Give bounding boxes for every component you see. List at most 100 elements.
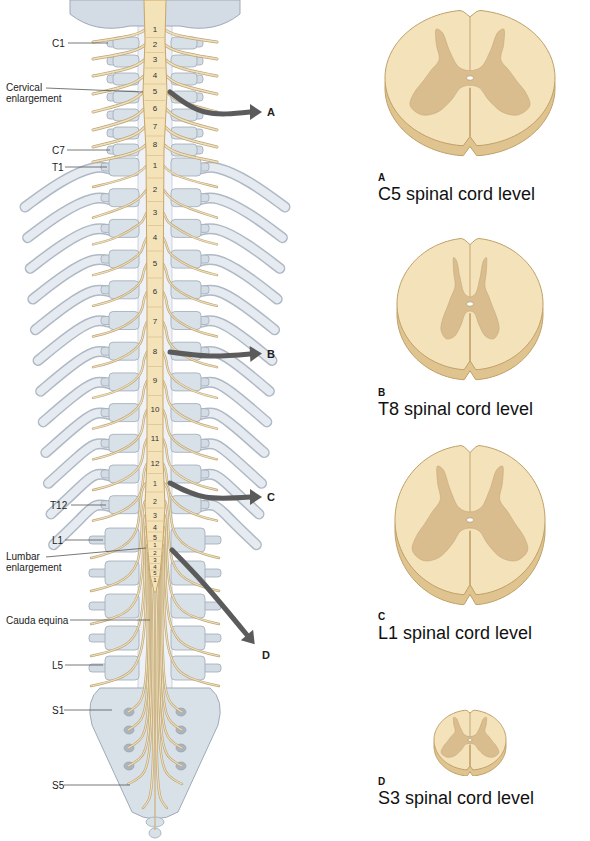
nerve-root-outline	[163, 352, 217, 398]
nerve-root-outline	[91, 527, 146, 656]
leader-line	[65, 540, 103, 541]
nerve-root	[161, 553, 182, 730]
nerve-root	[93, 292, 147, 337]
nerve-root-outline	[162, 545, 182, 712]
section-caption: L1 spinal cord level	[375, 623, 590, 643]
nerve-root	[166, 76, 217, 94]
segment-number: 3	[153, 56, 157, 64]
segment-boundary	[147, 473, 162, 474]
nerve-root	[157, 573, 182, 784]
segment-boundary	[148, 337, 162, 338]
nerve-root	[93, 45, 145, 59]
nerve-root-outline	[157, 573, 182, 784]
nerve-root	[165, 127, 217, 147]
segment-number: 4	[153, 564, 156, 570]
ventral-fissure	[469, 531, 470, 585]
vertebral-arch	[171, 189, 201, 207]
nerve-root	[165, 45, 217, 59]
nerve-root-outline	[163, 264, 217, 306]
nerve-root	[164, 145, 217, 162]
segment-boundary	[147, 178, 163, 179]
nerve-root	[93, 60, 144, 76]
nerve-root	[91, 527, 146, 656]
white-matter	[395, 446, 545, 595]
arrow-letter: C	[267, 491, 275, 503]
ventral-fissure	[469, 313, 470, 360]
segment-boundary	[147, 492, 164, 493]
section-arrow-shaft	[170, 483, 250, 498]
nerve-root	[163, 537, 219, 686]
segment-number: 1	[153, 480, 157, 487]
section-caption: T8 spinal cord level	[375, 399, 590, 419]
anatomy-label: T1	[52, 162, 64, 173]
nerve-root-outline	[166, 60, 217, 76]
nerve-root-outline	[165, 127, 217, 147]
nerve-root	[93, 92, 143, 112]
nerve-root-outline	[164, 190, 217, 218]
anatomy-label: Lumbar enlargement	[6, 551, 68, 573]
section-letter: D	[375, 776, 590, 788]
segment-number: 5	[153, 534, 157, 541]
nerve-root	[163, 292, 217, 337]
anatomy-label: S1	[52, 705, 64, 716]
anatomy-label: Cervical enlargement	[6, 82, 68, 104]
leader-lines	[46, 43, 150, 785]
nerve-root-outline	[128, 553, 149, 730]
nerve-root	[93, 213, 146, 244]
nerve-root	[93, 439, 147, 490]
nerve-root-outline	[93, 322, 147, 367]
nerve-root-outline	[143, 580, 154, 808]
segment-boundary	[147, 201, 162, 202]
nerve-root-outline	[93, 439, 147, 490]
anatomy-label: Cauda equina	[6, 615, 68, 626]
rib-outline	[200, 505, 256, 545]
leader-line	[65, 167, 107, 168]
section-arrow-shaft	[170, 92, 250, 114]
anatomy-label: C7	[52, 145, 65, 156]
dorsal-median-septum	[470, 453, 471, 512]
ventral-fissure	[469, 745, 470, 766]
central-canal	[467, 518, 474, 522]
segment-boundary	[144, 100, 165, 101]
nerve-root-outline	[93, 264, 147, 306]
nerve-root	[91, 483, 146, 558]
segment-boundary	[148, 251, 163, 252]
segment-number: 4	[153, 234, 157, 242]
vertebral-arch	[109, 189, 139, 207]
leader-line	[67, 150, 110, 151]
nerve-root-outline	[159, 567, 182, 766]
nerve-root-outline	[163, 537, 219, 686]
leader-line	[65, 665, 103, 666]
segment-boundary	[145, 118, 164, 119]
nerve-root	[160, 560, 182, 748]
segment-number: 1	[153, 26, 157, 34]
arrow-letter: D	[262, 649, 270, 661]
segment-number: 7	[153, 318, 157, 326]
rib	[200, 505, 256, 545]
nerve-root	[128, 553, 149, 730]
segment-number: 11	[151, 435, 159, 443]
nerve-root	[93, 166, 146, 187]
nerve-root-outline	[93, 166, 146, 187]
segment-number: 5	[153, 88, 157, 96]
segment-boundary	[148, 424, 162, 425]
section-caption: C5 spinal cord level	[375, 184, 590, 204]
leader-line	[71, 505, 106, 506]
nerve-root-outline	[93, 213, 146, 244]
nerve-root	[164, 190, 217, 218]
nerve-root	[93, 30, 145, 42]
leader-line	[46, 548, 146, 557]
nerve-root-outline	[93, 381, 147, 429]
segment-number: 3	[153, 512, 157, 519]
central-canal	[467, 76, 474, 80]
nerve-root-outline	[160, 560, 182, 748]
white-matter	[397, 238, 543, 369]
nerve-root-outline	[163, 238, 217, 275]
segment-number: 10	[151, 406, 160, 414]
nerve-root	[93, 190, 146, 218]
nerve-root	[93, 322, 147, 367]
nerve-root	[159, 567, 182, 766]
nerve-root	[143, 580, 154, 808]
nerve-root-outline	[93, 45, 145, 59]
